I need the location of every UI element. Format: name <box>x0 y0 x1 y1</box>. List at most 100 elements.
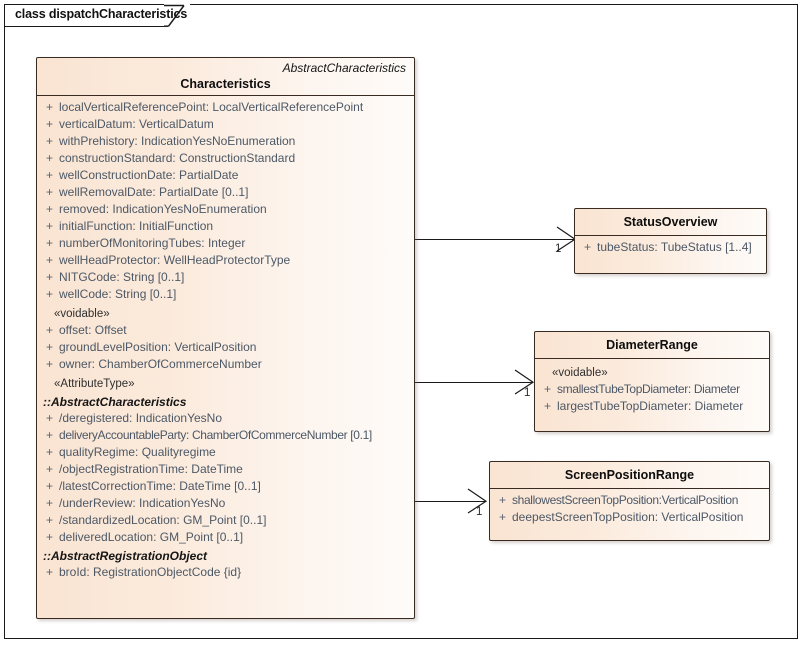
class-attributes-statusoverview: + tubeStatus: TubeStatus [1..4] <box>575 236 766 262</box>
visibility-marker: + <box>46 185 54 199</box>
attribute-label: constructionStandard: ConstructionStanda… <box>59 151 296 165</box>
attribute-row[interactable]: + wellHeadProtector: WellHeadProtectorTy… <box>37 253 414 270</box>
attribute-row[interactable]: + initialFunction: InitialFunction <box>37 219 414 236</box>
attribute-row[interactable]: + constructionStandard: ConstructionStan… <box>37 151 414 168</box>
attribute-label: wellConstructionDate: PartialDate <box>59 168 239 182</box>
visibility-marker: + <box>46 479 54 493</box>
visibility-marker: + <box>46 411 54 425</box>
attribute-label: qualityRegime: Qualityregime <box>59 445 216 459</box>
visibility-marker: + <box>46 565 54 579</box>
multiplicity-screenpositionrange: 1 <box>476 506 483 518</box>
attribute-label: verticalDatum: VerticalDatum <box>59 117 214 131</box>
attribute-row[interactable]: + localVerticalReferencePoint: LocalVert… <box>37 100 414 117</box>
diagram-frame-tab: class dispatchCharacteristics <box>4 4 190 27</box>
attribute-label: deliveryAccountableParty: ChamberOfComme… <box>59 428 372 442</box>
attribute-row[interactable]: + tubeStatus: TubeStatus [1..4] <box>575 240 766 257</box>
stereotype-label: «AttributeType» <box>54 377 135 390</box>
attribute-row[interactable]: + /standardizedLocation: GM_Point [0..1] <box>37 513 414 530</box>
attribute-label: groundLevelPosition: VerticalPosition <box>59 340 257 354</box>
attribute-row[interactable]: + /latestCorrectionTime: DateTime [0..1] <box>37 479 414 496</box>
attribute-row[interactable]: + withPrehistory: IndicationYesNoEnumera… <box>37 134 414 151</box>
attribute-label: owner: ChamberOfCommerceNumber <box>59 357 262 371</box>
visibility-marker: + <box>46 530 54 544</box>
uml-class-characteristics[interactable]: AbstractCharacteristics Characteristics … <box>36 57 415 619</box>
attribute-row[interactable]: + NITGCode: String [0..1] <box>37 270 414 287</box>
visibility-marker: + <box>46 236 54 250</box>
diagram-frame-tab-corner-icon <box>164 4 185 27</box>
visibility-marker: + <box>46 323 54 337</box>
attribute-row[interactable]: + numberOfMonitoringTubes: Integer <box>37 236 414 253</box>
connector-line-diameterrange <box>414 382 533 383</box>
attribute-label: /objectRegistrationTime: DateTime <box>59 462 243 476</box>
diagram-title: class dispatchCharacteristics <box>15 7 188 21</box>
diagram-frame-top-border <box>186 4 798 5</box>
attribute-row[interactable]: + deliveryAccountableParty: ChamberOfCom… <box>37 428 414 445</box>
class-name-diameterrange: DiameterRange <box>606 338 698 352</box>
attribute-row[interactable]: + deliveredLocation: GM_Point [0..1] <box>37 530 414 547</box>
attribute-label: smallestTubeTopDiameter: Diameter <box>557 382 740 396</box>
attribute-row[interactable]: + shallowestScreenTopPosition:VerticalPo… <box>490 493 769 510</box>
attribute-row[interactable]: + smallestTubeTopDiameter: Diameter <box>535 382 769 399</box>
attribute-row[interactable]: + /objectRegistrationTime: DateTime <box>37 462 414 479</box>
attribute-label: broId: RegistrationObjectCode {id} <box>59 565 242 579</box>
attribute-label: /standardizedLocation: GM_Point [0..1] <box>59 513 267 527</box>
visibility-marker: + <box>46 445 54 459</box>
multiplicity-diameterrange: 1 <box>524 387 531 399</box>
uml-class-screenpositionrange[interactable]: ScreenPositionRange + shallowestScreenTo… <box>489 461 770 541</box>
class-name-screenpositionrange: ScreenPositionRange <box>564 468 695 482</box>
attribute-row[interactable]: + removed: IndicationYesNoEnumeration <box>37 202 414 219</box>
visibility-marker: + <box>46 168 54 182</box>
attribute-label: /deregistered: IndicationYesNo <box>59 411 222 425</box>
open-arrowhead-diameterrange-icon <box>514 369 535 395</box>
attribute-row[interactable]: + largestTubeTopDiameter: Diameter <box>535 399 769 416</box>
visibility-marker: + <box>499 493 507 507</box>
attribute-label: localVerticalReferencePoint: LocalVertic… <box>59 100 364 114</box>
attribute-label: removed: IndicationYesNoEnumeration <box>59 202 267 216</box>
attribute-row[interactable]: + qualityRegime: Qualityregime <box>37 445 414 462</box>
open-arrowhead-screenpositionrange-icon <box>467 488 488 514</box>
attribute-label: numberOfMonitoringTubes: Integer <box>59 236 246 250</box>
attribute-label: NITGCode: String [0..1] <box>59 270 185 284</box>
class-attributes-screenpositionrange: + shallowestScreenTopPosition:VerticalPo… <box>490 489 769 532</box>
attribute-row[interactable]: + /underReview: IndicationYesNo <box>37 496 414 513</box>
visibility-marker: + <box>46 340 54 354</box>
visibility-marker: + <box>46 134 54 148</box>
visibility-marker: + <box>46 253 54 267</box>
attribute-label: largestTubeTopDiameter: Diameter <box>557 399 744 413</box>
attribute-label: /latestCorrectionTime: DateTime [0..1] <box>59 479 261 493</box>
attribute-row[interactable]: + broId: RegistrationObjectCode {id} <box>37 565 414 582</box>
class-attributes-diameterrange: «voidable» + smallestTubeTopDiameter: Di… <box>535 359 769 421</box>
attribute-row[interactable]: + deepestScreenTopPosition: VerticalPosi… <box>490 510 769 527</box>
uml-class-diameterrange[interactable]: DiameterRange «voidable» + smallestTubeT… <box>534 331 770 432</box>
visibility-marker: + <box>46 496 54 510</box>
attribute-row[interactable]: + wellRemovalDate: PartialDate [0..1] <box>37 185 414 202</box>
visibility-marker: + <box>46 287 54 301</box>
multiplicity-statusoverview: 1 <box>555 243 562 255</box>
visibility-marker: + <box>46 357 54 371</box>
visibility-marker: + <box>584 240 592 254</box>
attribute-label: wellHeadProtector: WellHeadProtectorType <box>59 253 291 267</box>
attribute-row[interactable]: + offset: Offset <box>37 323 414 340</box>
class-header-statusoverview: StatusOverview <box>575 209 766 236</box>
visibility-marker: + <box>46 100 54 114</box>
class-attributes-characteristics: + localVerticalReferencePoint: LocalVert… <box>37 96 414 587</box>
attribute-row[interactable]: + owner: ChamberOfCommerceNumber <box>37 357 414 374</box>
attribute-row[interactable]: + /deregistered: IndicationYesNo <box>37 411 414 428</box>
uml-class-statusoverview[interactable]: StatusOverview + tubeStatus: TubeStatus … <box>574 208 767 274</box>
attribute-row[interactable]: + wellConstructionDate: PartialDate <box>37 168 414 185</box>
attribute-row[interactable]: + wellCode: String [0..1] <box>37 287 414 304</box>
attribute-label: wellCode: String [0..1] <box>59 287 177 301</box>
class-header-diameterrange: DiameterRange <box>535 332 769 359</box>
attribute-row[interactable]: + groundLevelPosition: VerticalPosition <box>37 340 414 357</box>
visibility-marker: + <box>499 510 507 524</box>
class-header-screenpositionrange: ScreenPositionRange <box>490 462 769 489</box>
visibility-marker: + <box>46 462 54 476</box>
visibility-marker: + <box>46 151 54 165</box>
attribute-label: deliveredLocation: GM_Point [0..1] <box>59 530 244 544</box>
visibility-marker: + <box>46 513 54 527</box>
visibility-marker: + <box>544 399 552 413</box>
attribute-row[interactable]: + verticalDatum: VerticalDatum <box>37 117 414 134</box>
inherited-group-heading: ::AbstractRegistrationObject <box>43 549 208 563</box>
visibility-marker: + <box>544 382 552 396</box>
stereotype-label: «voidable» <box>54 307 110 320</box>
